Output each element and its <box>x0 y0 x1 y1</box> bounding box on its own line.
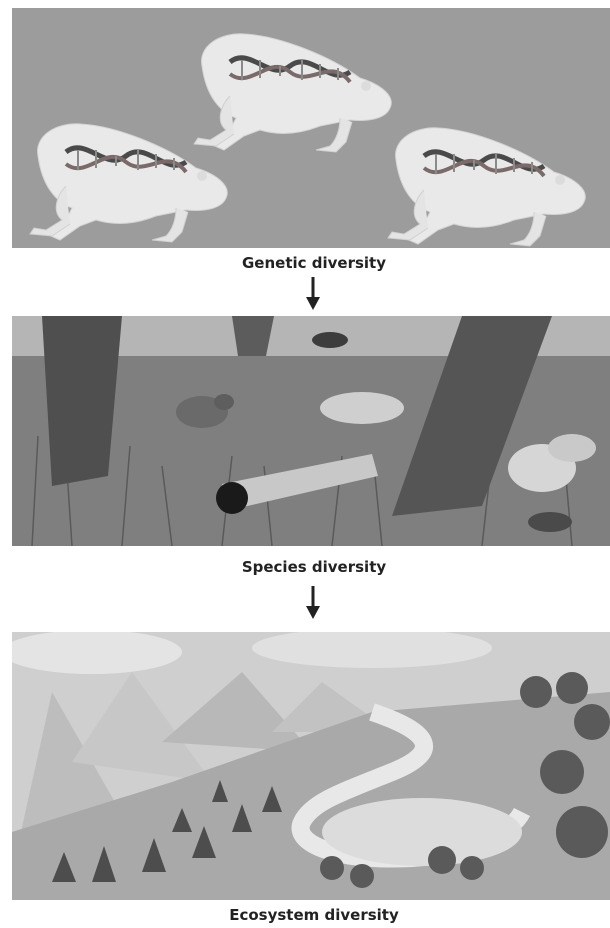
genetic-diversity-caption: Genetic diversity <box>0 254 610 272</box>
ecosystem-diversity-panel <box>12 632 610 900</box>
species-diversity-caption: Species diversity <box>0 558 610 576</box>
down-arrow-icon <box>303 277 323 311</box>
down-arrow-icon <box>303 586 323 620</box>
species-diversity-panel <box>12 316 610 546</box>
genetic-diversity-panel <box>12 8 610 248</box>
ecosystem-diversity-caption: Ecosystem diversity <box>0 906 610 924</box>
